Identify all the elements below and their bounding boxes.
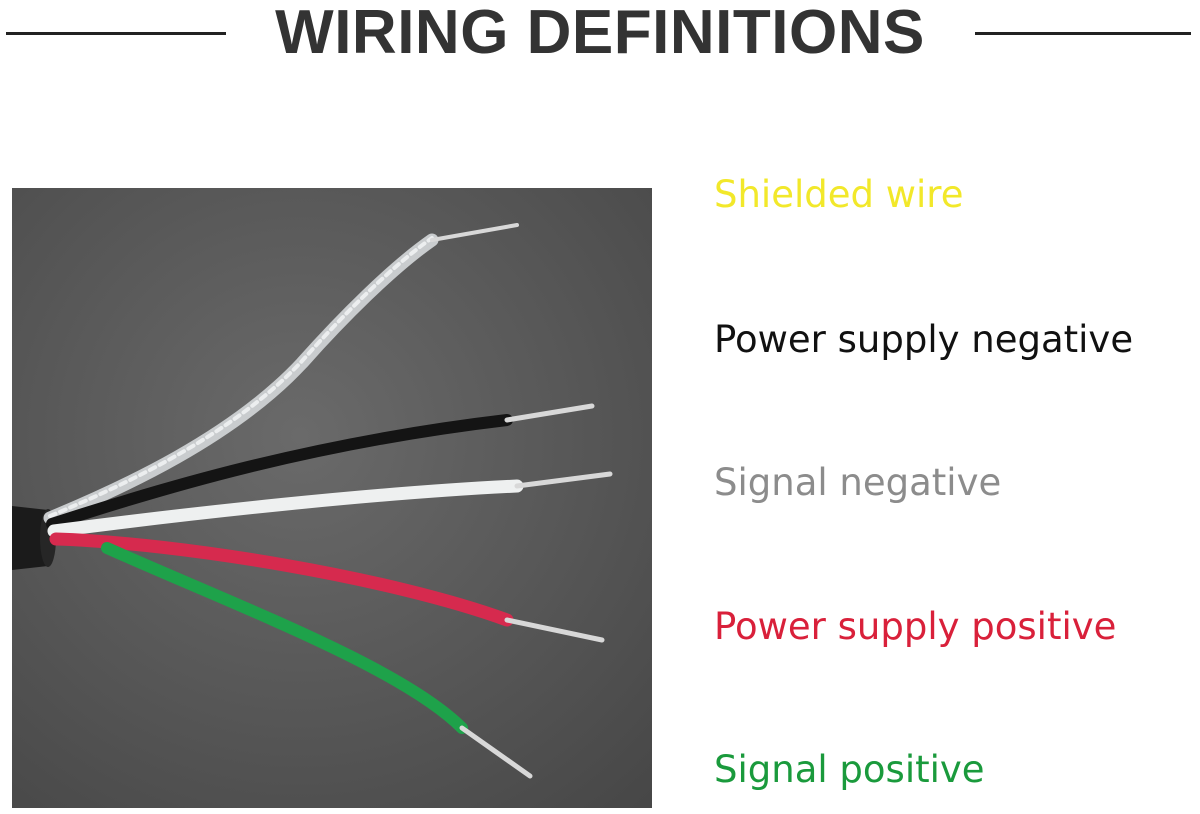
page-title: WIRING DEFINITIONS — [275, 0, 925, 67]
legend-item-shielded-wire: Shielded wire — [714, 173, 964, 216]
shielded-wire — [43, 223, 519, 525]
legend-item-signal-negative: Signal negative — [714, 461, 1002, 504]
red-wire-conductor — [504, 617, 605, 643]
red-wire — [49, 532, 605, 643]
header-rule-right — [975, 32, 1191, 35]
white-wire — [47, 471, 613, 538]
header-rule-left — [6, 32, 226, 35]
white-wire-body — [47, 479, 524, 538]
black-wire-body — [46, 414, 513, 530]
white-wire-conductor — [514, 471, 613, 489]
legend-item-power-supply-negative: Power supply negative — [714, 318, 1134, 361]
shielded-wire-tip — [430, 223, 519, 242]
legend-item-power-supply-positive: Power supply positive — [714, 605, 1117, 648]
green-wire — [101, 542, 533, 779]
header: WIRING DEFINITIONS — [0, 0, 1200, 80]
cable-photo-illustration — [12, 188, 652, 808]
black-wire — [46, 403, 595, 530]
cable-photo — [12, 188, 652, 808]
green-wire-conductor — [459, 725, 533, 779]
black-wire-conductor — [504, 403, 595, 423]
red-wire-body — [49, 532, 514, 627]
legend-item-signal-positive: Signal positive — [714, 748, 985, 791]
shielded-wire-highlight — [48, 236, 434, 518]
green-wire-body — [101, 542, 468, 734]
